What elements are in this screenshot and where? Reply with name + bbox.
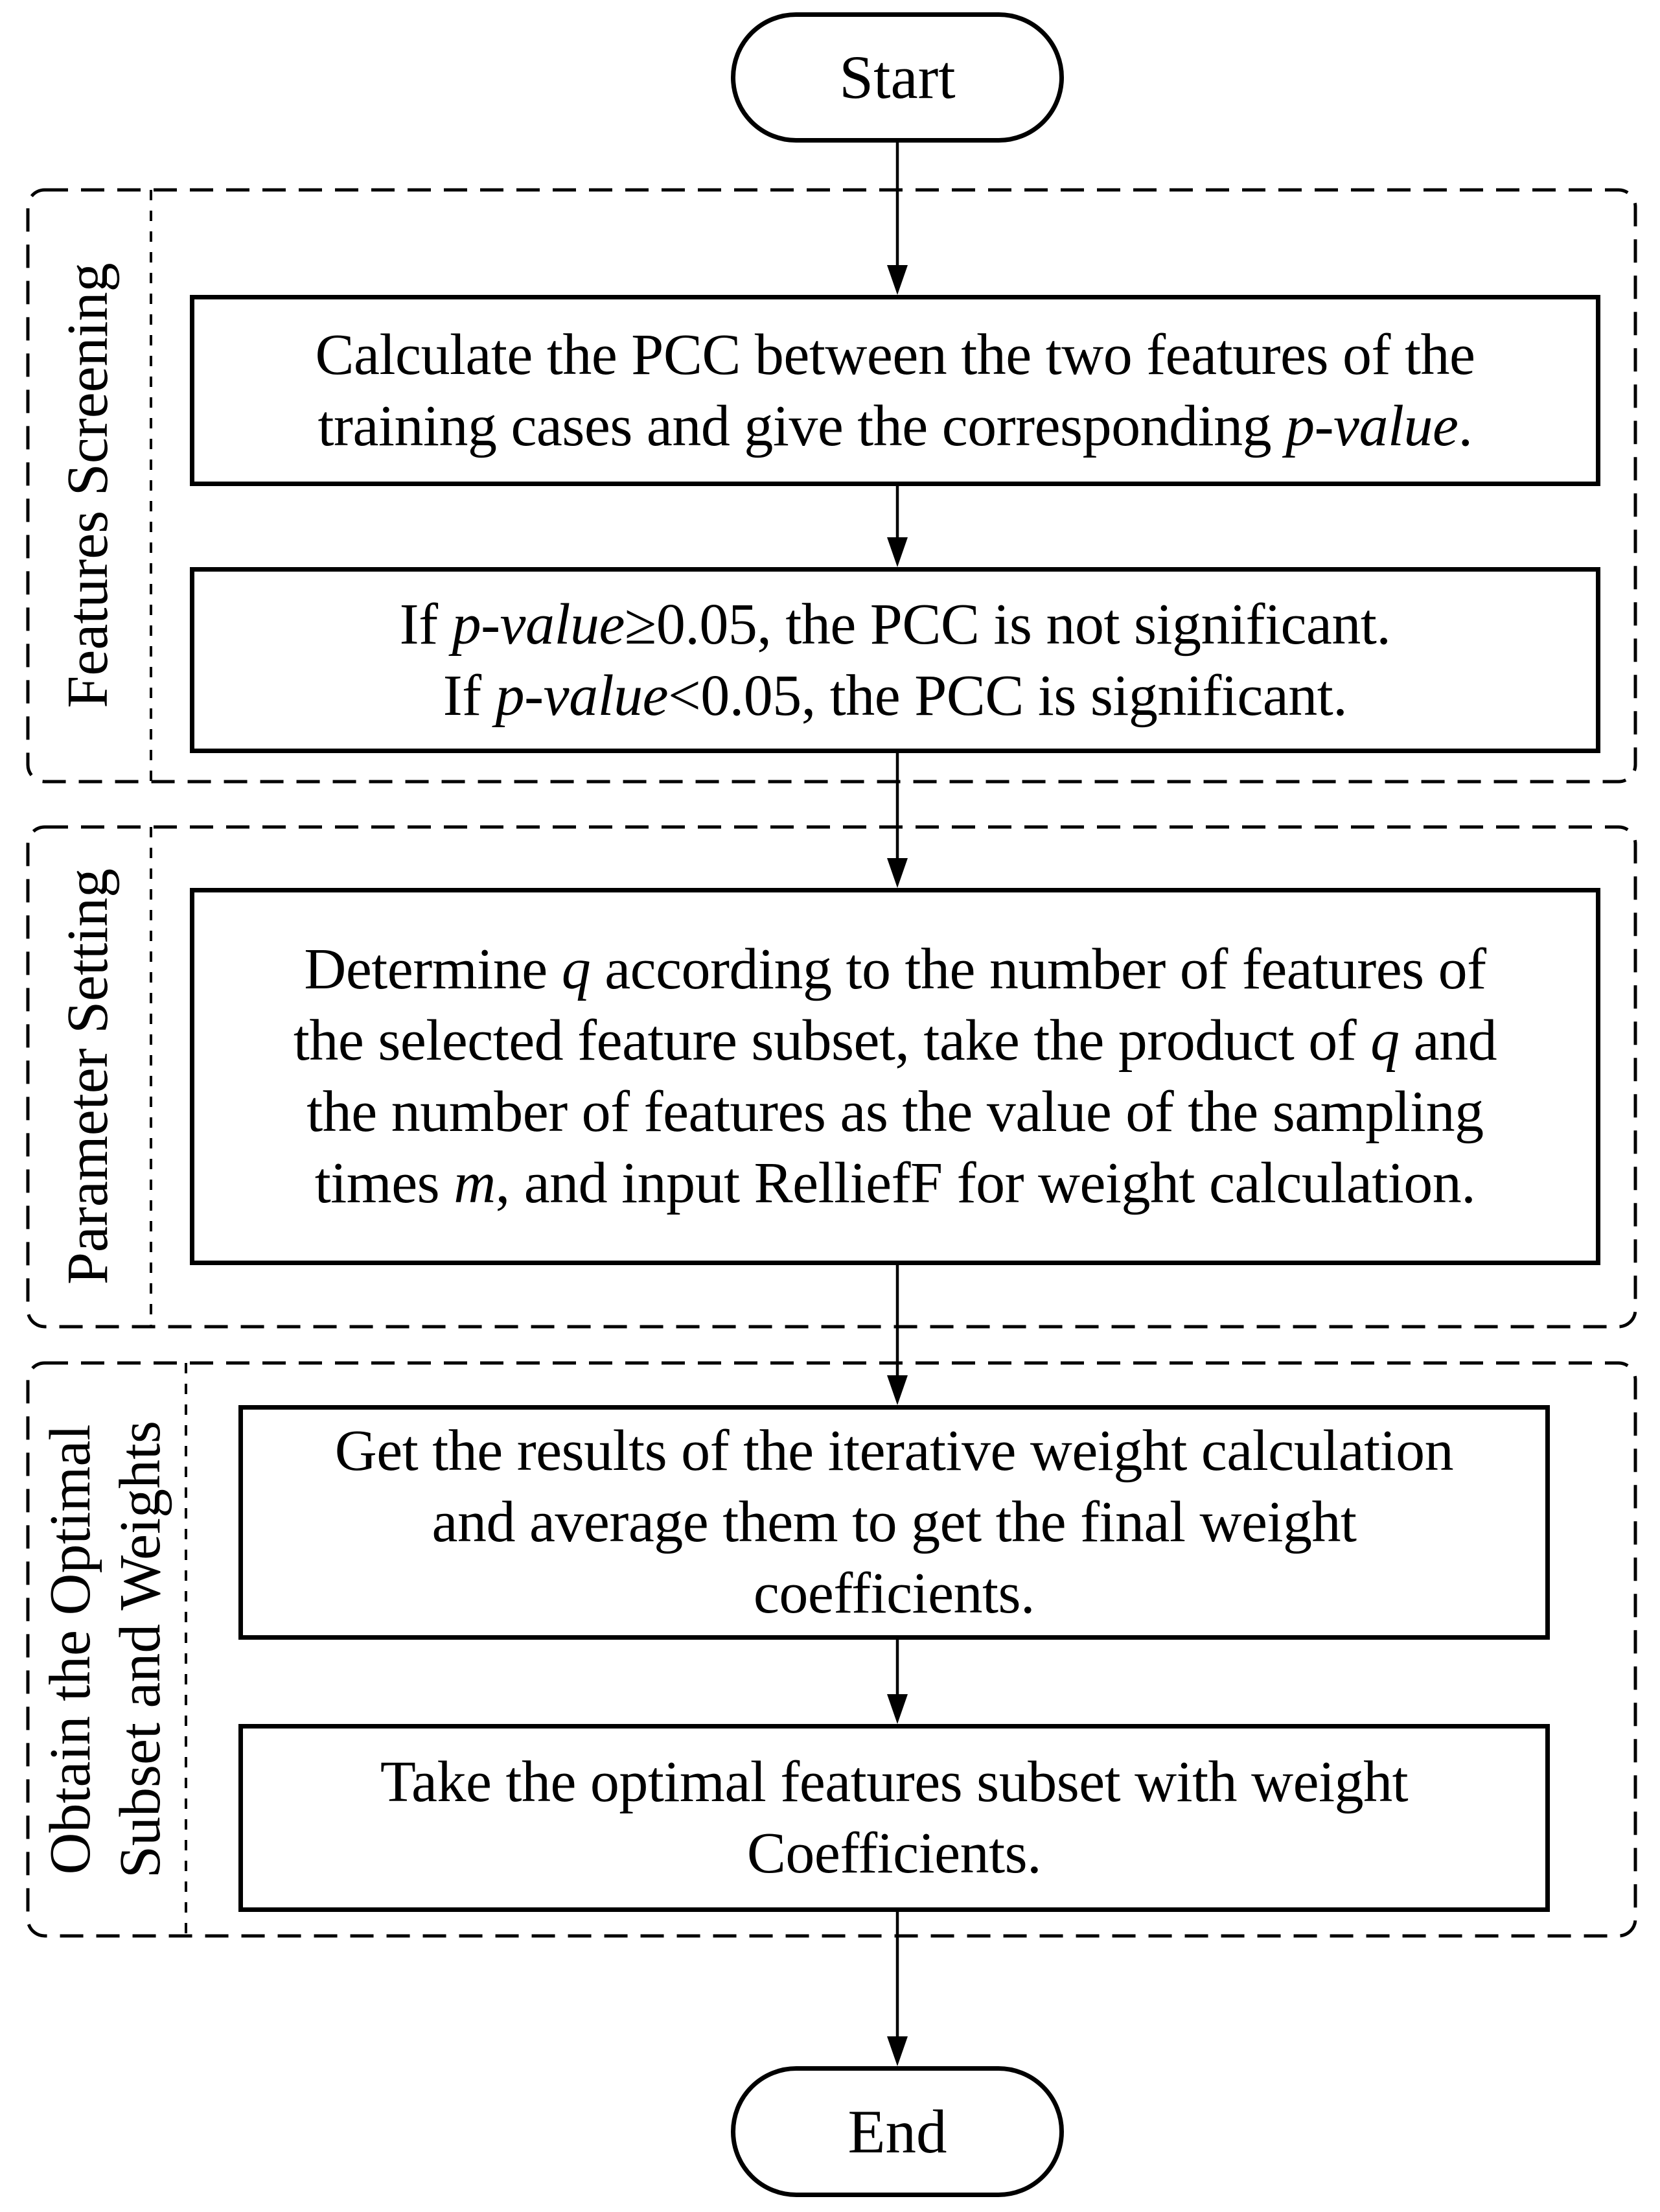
start-terminal: Start <box>731 12 1064 143</box>
arrow-optimal-subset-to-end <box>887 1912 908 2066</box>
arrow-start-to-calculate-pcc <box>887 143 908 295</box>
step-pvalue-significance: If p-value≥0.05, the PCC is not signific… <box>190 567 1600 753</box>
section-label-features-screening: Features Screening <box>56 262 120 708</box>
start-label: Start <box>839 43 956 111</box>
end-label: End <box>847 2097 947 2166</box>
section-label-parameter-setting: Parameter Setting <box>56 868 120 1285</box>
step-determine-q-and-m: Determine q according to the number of f… <box>190 888 1600 1265</box>
step-calculate-pcc: Calculate the PCC between the two featur… <box>190 295 1600 486</box>
step-average-weights: Get the results of the iterative weight … <box>238 1405 1550 1640</box>
end-terminal: End <box>731 2066 1064 2197</box>
arrow-average-weights-to-optimal-subset <box>887 1640 908 1724</box>
step-take-optimal-subset: Take the optimal features subset with we… <box>238 1724 1550 1912</box>
section-parameter-setting-border <box>26 825 1637 1329</box>
arrow-calculate-pcc-to-significance <box>887 486 908 567</box>
arrow-significance-to-determine-q <box>887 753 908 888</box>
section-obtain-optimal-border <box>26 1361 1637 1938</box>
arrow-determine-q-to-average-weights <box>887 1265 908 1405</box>
